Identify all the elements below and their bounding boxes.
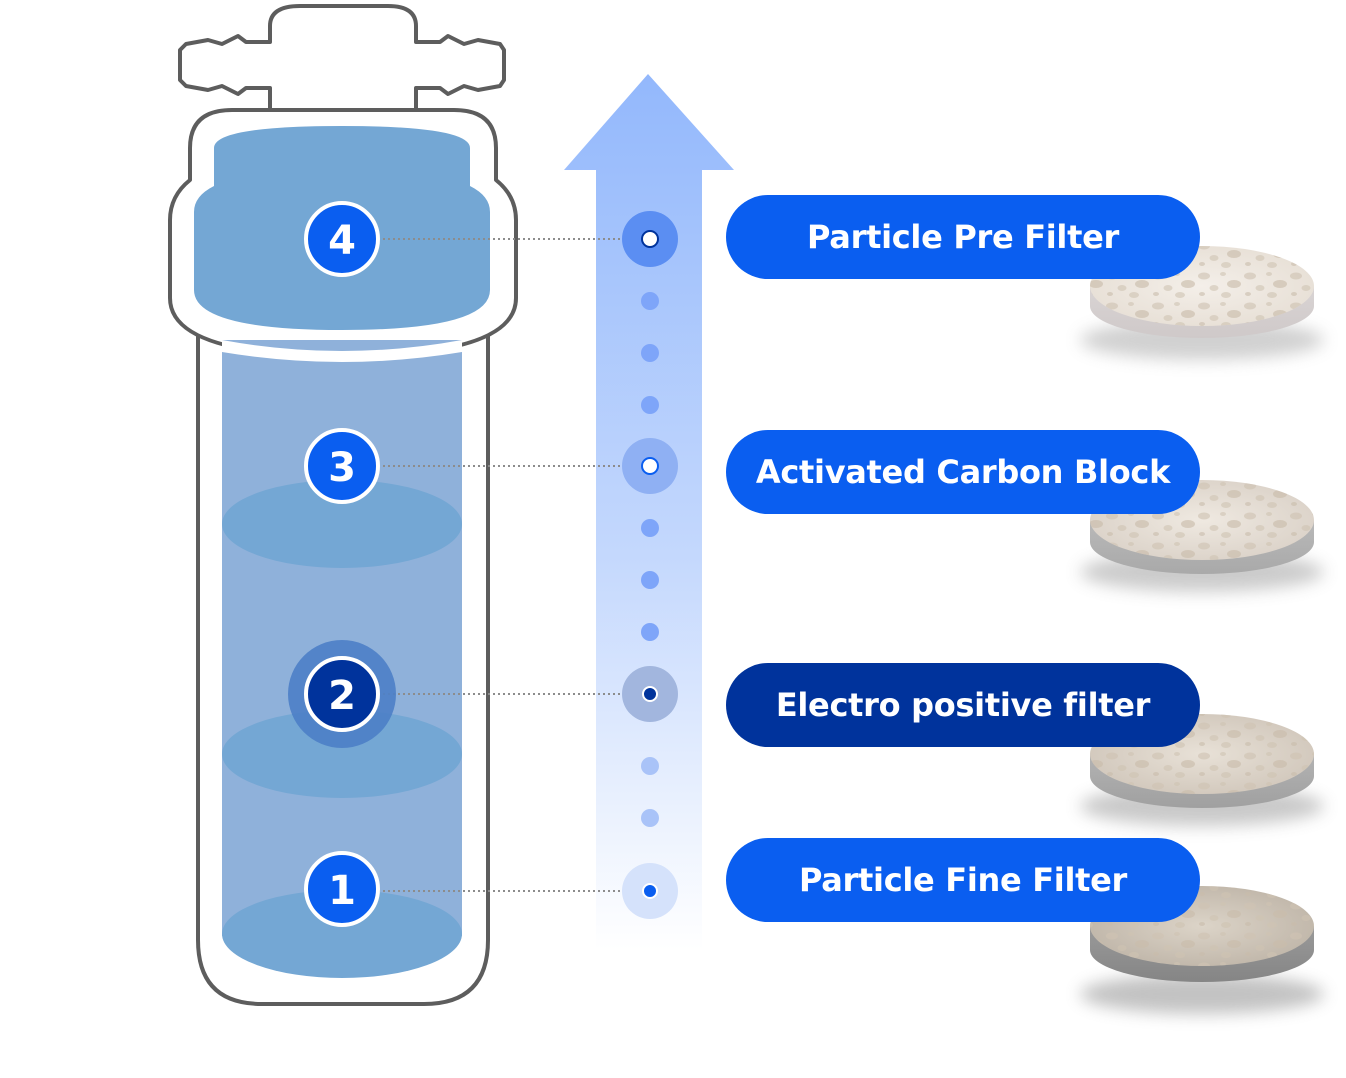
stage-badge-2: 2 <box>288 640 396 748</box>
flow-node-4 <box>622 211 678 267</box>
stage-label-electro-positive-filter: Electro positive filter <box>726 663 1200 747</box>
upward-arrow-icon <box>564 74 734 950</box>
stage-label-text: Electro positive filter <box>775 686 1151 724</box>
stage-label-text: Particle Pre Filter <box>807 218 1119 256</box>
stage-badge-3: 3 <box>304 428 380 504</box>
stage-number-3: 3 <box>328 445 356 491</box>
stage-label-text: Particle Fine Filter <box>798 861 1128 899</box>
stage-label-particle-fine-filter: Particle Fine Filter <box>726 838 1200 922</box>
stage-label-particle-pre-filter: Particle Pre Filter <box>726 195 1200 279</box>
stage-number-1: 1 <box>328 868 356 914</box>
stage-number-4: 4 <box>328 218 356 264</box>
stage-badge-1: 1 <box>304 851 380 927</box>
stage-badge-4: 4 <box>304 201 380 277</box>
stage-label-text: Activated Carbon Block <box>755 453 1171 491</box>
porous-disc-icon <box>1080 886 1324 1014</box>
connector-lines <box>378 238 648 892</box>
flow-dots <box>641 292 659 827</box>
flow-node-1 <box>622 863 678 919</box>
stage-label-activated-carbon-block: Activated Carbon Block <box>726 430 1200 514</box>
flow-node-2 <box>622 666 678 722</box>
stage-number-2: 2 <box>328 673 356 719</box>
flow-node-3 <box>622 438 678 494</box>
